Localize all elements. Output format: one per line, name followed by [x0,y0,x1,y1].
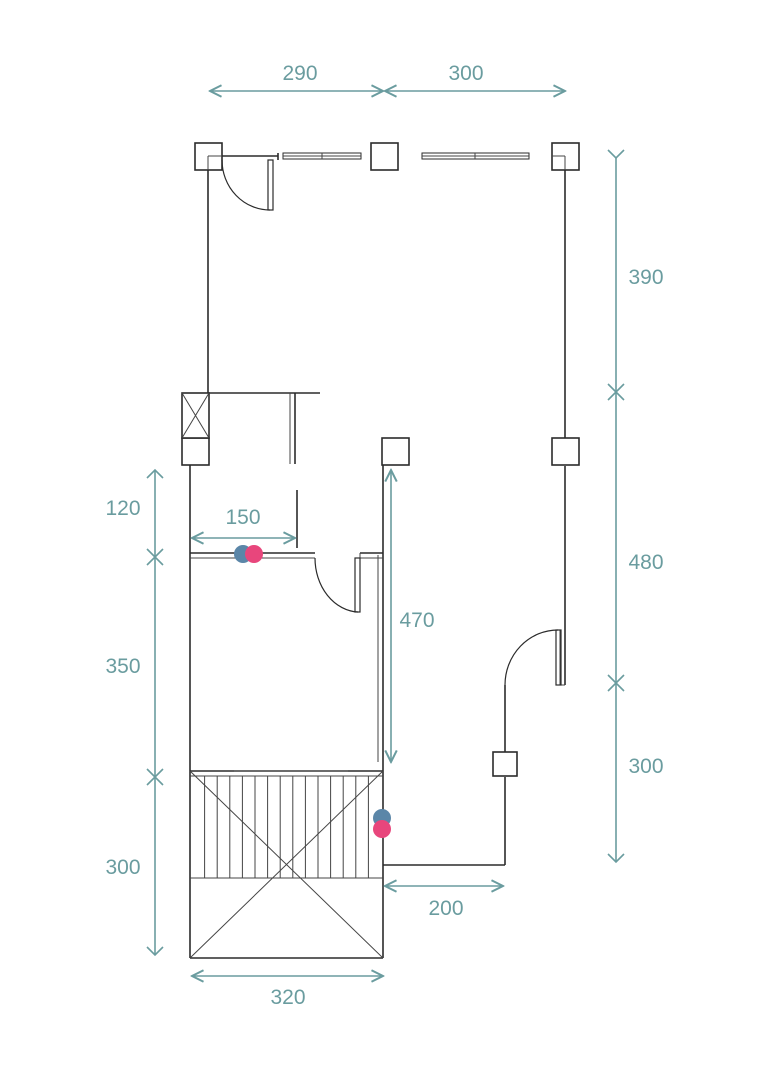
columns [181,142,580,777]
dim-label-right-lower: 300 [628,755,663,778]
dim-tick-left-2 [146,768,164,786]
utility-point-pink-1 [245,545,263,563]
dim-tick-right-1 [607,383,625,401]
entry-door-leaf [267,159,274,211]
stair-treads [204,776,369,878]
dim-label-left-lower: 300 [105,856,140,879]
utility-points [234,545,391,838]
dim-label-top-right: 300 [448,62,483,85]
side-door-swing [504,629,559,686]
dim-tick-left-bottom [146,946,164,957]
column-right-middle [551,437,580,466]
dim-label-left-middle: 350 [105,655,140,678]
shaft-cross-2 [181,392,210,439]
dim-label-step-width: 200 [428,897,463,920]
column-inner [381,437,410,466]
stairs [189,770,384,959]
entry-door-swing [221,159,271,211]
dim-tick-right-top [607,149,625,160]
bath-door-leaf [354,557,361,613]
dim-tick-right-2 [607,674,625,692]
dim-tick-left-top [146,468,164,479]
dim-label-top-left: 290 [282,62,317,85]
column-top-middle [370,142,399,171]
dim-label-inner-width: 150 [225,506,260,529]
dim-label-inner-height: 470 [399,609,434,632]
stair-cross-2 [189,770,384,959]
dim-label-left-upper: 120 [105,497,140,520]
bath-door-swing [314,557,359,613]
column-left [181,437,210,466]
dim-tick-left-1 [146,548,164,566]
utility-point-pink-2 [373,820,391,838]
dimensions: 290 300 390 480 300 120 350 300 150 470 … [105,62,663,1009]
dim-tick-right-bottom [607,853,625,864]
side-door-leaf [555,629,562,686]
dim-label-right-upper: 390 [628,266,663,289]
doors [221,159,562,686]
dim-label-right-middle: 480 [628,551,663,574]
column-lower-right [492,751,518,777]
windows [282,152,530,160]
dim-label-bottom-width: 320 [270,986,305,1009]
